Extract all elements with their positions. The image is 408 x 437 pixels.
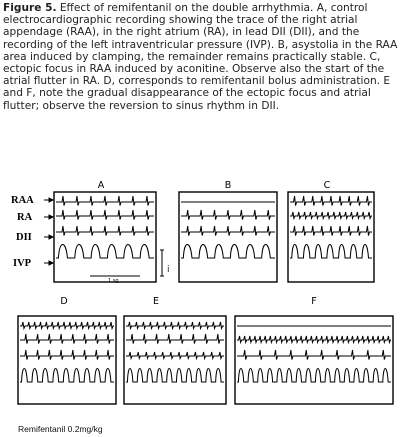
panel-label-c: C xyxy=(323,180,331,191)
panel-frame-f xyxy=(234,315,394,405)
trace-c-0 xyxy=(290,195,372,206)
panel-frame-b xyxy=(178,191,278,283)
panel-label-e: E xyxy=(152,296,159,307)
trace-d-2 xyxy=(20,349,114,360)
trace-a-2 xyxy=(56,225,154,236)
scale-axis-label: i xyxy=(167,265,170,275)
panel-label-a: A xyxy=(97,180,105,191)
figure-caption: Figure 5. Effect of remifentanil on the … xyxy=(3,2,403,112)
trace-d-1 xyxy=(20,333,114,344)
trace-arrows xyxy=(44,197,55,266)
panel-label-f: F xyxy=(311,296,317,307)
scale-bar xyxy=(90,249,164,277)
panel-c xyxy=(287,191,375,283)
panel-frame-a xyxy=(53,191,157,283)
trace-label-ra: RA xyxy=(17,212,33,223)
trace-e-3 xyxy=(126,368,224,383)
panel-frame-e xyxy=(123,315,227,405)
trace-label-dii: DII xyxy=(16,232,32,243)
trace-e-1 xyxy=(126,333,224,344)
trace-label-ivp: IVP xyxy=(13,258,32,269)
trace-b-2 xyxy=(181,225,275,236)
arrow-head-1 xyxy=(48,214,55,220)
panel-e xyxy=(123,315,227,405)
panel-d xyxy=(17,315,117,405)
trace-c-1 xyxy=(290,211,372,221)
panel-label-d: D xyxy=(60,296,68,307)
panels xyxy=(17,191,394,405)
trace-d-0 xyxy=(20,321,114,331)
trace-label-raa: RAA xyxy=(11,195,34,206)
trace-a-3 xyxy=(56,244,154,259)
panel-frame-d xyxy=(17,315,117,405)
trace-e-2 xyxy=(126,351,224,361)
trace-b-3 xyxy=(181,244,275,259)
caption-text: Effect of remifentanil on the double arr… xyxy=(3,2,398,112)
trace-f-1 xyxy=(237,335,391,345)
trace-f-3 xyxy=(237,368,391,383)
trace-b-1 xyxy=(181,209,275,220)
panel-f xyxy=(234,315,394,405)
arrow-head-3 xyxy=(48,260,55,266)
trace-d-3 xyxy=(20,368,114,383)
trace-a-1 xyxy=(56,209,154,220)
trace-c-3 xyxy=(290,244,372,259)
scale-bar-label: 1 sg xyxy=(108,278,119,284)
panel-a xyxy=(53,191,157,283)
trace-c-2 xyxy=(290,225,372,236)
panel-label-b: B xyxy=(224,180,232,191)
arrow-head-2 xyxy=(48,234,55,240)
panel-b xyxy=(178,191,278,283)
panel-frame-c xyxy=(287,191,375,283)
arrow-head-0 xyxy=(48,197,55,203)
trace-a-0 xyxy=(56,195,154,206)
footer-note: Remifentanil 0.2mg/kg xyxy=(18,424,103,434)
trace-e-0 xyxy=(126,321,224,331)
trace-f-2 xyxy=(237,349,391,360)
caption-label: Figure 5. xyxy=(3,2,57,14)
